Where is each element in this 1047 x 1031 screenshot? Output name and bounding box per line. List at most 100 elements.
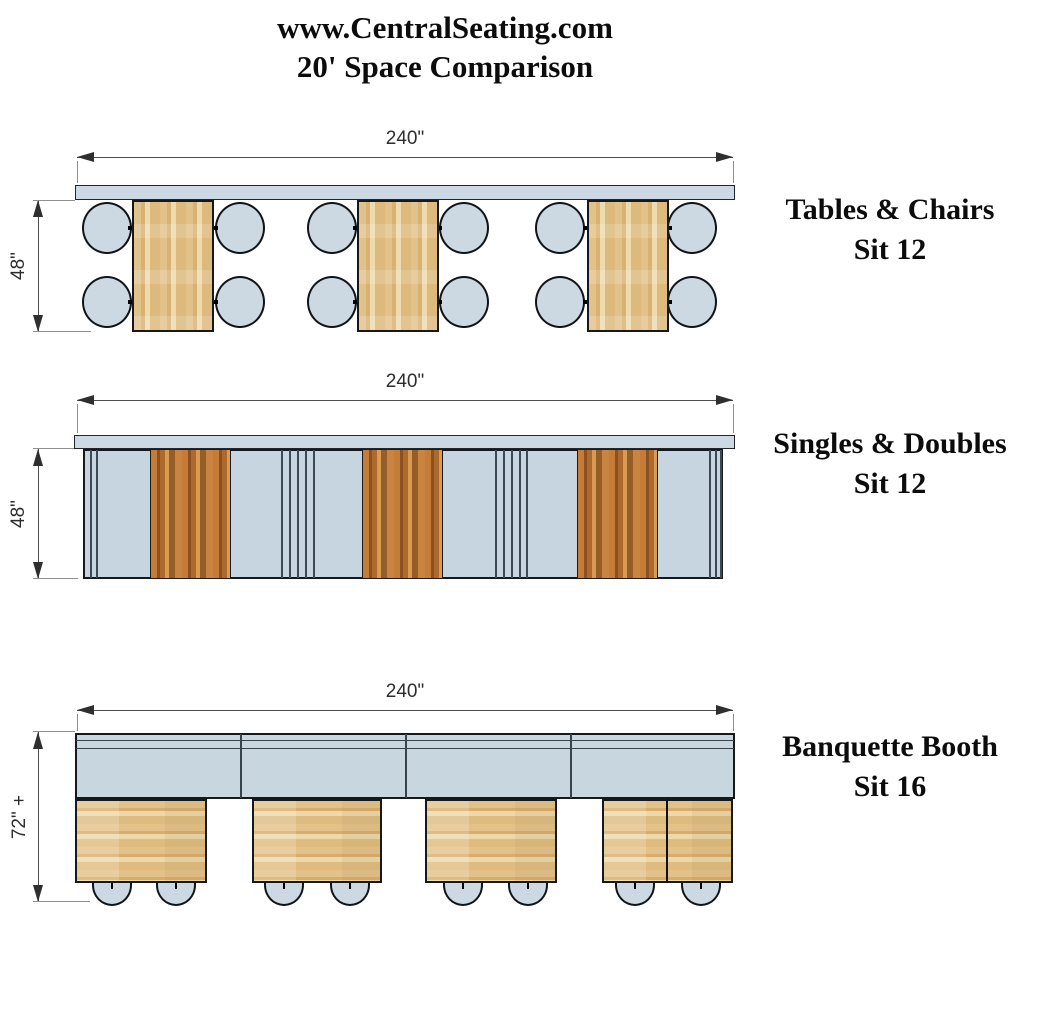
section-seats: Sit 12 xyxy=(853,233,927,266)
dining-table xyxy=(587,200,669,332)
site-url: www.CentralSeating.com xyxy=(277,10,613,45)
dimension-line xyxy=(38,732,39,902)
booth-seam-line xyxy=(90,450,92,578)
chair-contact-tick xyxy=(583,226,590,230)
arrowhead-down-icon xyxy=(33,562,43,579)
chair-contact-tick xyxy=(353,226,360,230)
booth-table-split-line xyxy=(666,799,668,883)
booth-seam-line xyxy=(709,450,711,578)
chair-contact-tick xyxy=(353,300,360,304)
booth-seam-line xyxy=(313,450,315,578)
width-dimension-label: 240" xyxy=(385,681,425,702)
chair-contact-tick xyxy=(175,883,177,889)
extension-line xyxy=(33,200,75,201)
booth-seam-line xyxy=(495,450,497,578)
booth-seam-line xyxy=(305,450,307,578)
page-subtitle: 20' Space Comparison xyxy=(296,49,594,84)
dining-table xyxy=(357,200,439,332)
arrowhead-right-icon xyxy=(716,705,733,715)
extension-line xyxy=(77,714,78,731)
booth-seam-line xyxy=(503,450,505,578)
page-title: www.CentralSeating.com 20' Space Compari… xyxy=(195,8,695,86)
chair-contact-tick xyxy=(211,300,218,304)
arrowhead-left-icon xyxy=(77,395,94,405)
section-name: Banquette Booth xyxy=(782,730,998,763)
booth-seam-line xyxy=(289,450,291,578)
chair-contact-tick xyxy=(700,883,702,889)
arrowhead-left-icon xyxy=(77,152,94,162)
chair-contact-tick xyxy=(634,883,636,889)
dimension-line xyxy=(77,400,733,401)
booth-seam-line xyxy=(297,450,299,578)
extension-line xyxy=(733,404,734,433)
booth-seam-line xyxy=(96,450,98,578)
arrowhead-up-icon xyxy=(33,200,43,217)
booth-table-panel xyxy=(362,449,443,579)
dimension-line xyxy=(77,710,733,711)
extension-line xyxy=(77,404,78,433)
chair-contact-tick xyxy=(462,883,464,889)
chair-contact-tick xyxy=(283,883,285,889)
banquette-divider xyxy=(405,734,407,798)
booth-table xyxy=(252,799,382,883)
banquette-divider xyxy=(570,734,572,798)
arrowhead-left-icon xyxy=(77,705,94,715)
section-seats: Sit 12 xyxy=(853,467,927,500)
section-label: Singles & Doubles Sit 12 xyxy=(740,424,1040,504)
section-name: Tables & Chairs xyxy=(785,193,995,226)
chair-circle xyxy=(535,276,585,328)
extension-line xyxy=(33,448,83,449)
chair-circle xyxy=(215,202,265,254)
chair-contact-tick xyxy=(211,226,218,230)
extension-line xyxy=(33,731,75,732)
booth-seam-line xyxy=(511,450,513,578)
extension-line xyxy=(33,331,91,332)
section-name: Singles & Doubles xyxy=(773,427,1007,460)
arrowhead-down-icon xyxy=(33,315,43,332)
chair-circle xyxy=(439,276,489,328)
arrowhead-down-icon xyxy=(33,885,43,902)
chair-contact-tick xyxy=(349,883,351,889)
extension-line xyxy=(733,714,734,731)
banquette-divider xyxy=(240,734,242,798)
tabletop-rail xyxy=(75,185,735,200)
chair-contact-tick xyxy=(128,226,135,230)
depth-dimension-label: 72" + xyxy=(9,794,30,840)
booth-seam-line xyxy=(720,450,722,578)
arrowhead-right-icon xyxy=(716,152,733,162)
section-label: Banquette Booth Sit 16 xyxy=(740,727,1040,807)
extension-line xyxy=(33,578,78,579)
width-dimension-label: 240" xyxy=(385,371,425,392)
chair-circle xyxy=(667,202,717,254)
booth-seam-line xyxy=(715,450,717,578)
arrowhead-up-icon xyxy=(33,449,43,466)
chair-contact-tick xyxy=(111,883,113,889)
booth-table xyxy=(425,799,557,883)
booth-seam-line xyxy=(519,450,521,578)
arrowhead-up-icon xyxy=(33,732,43,749)
booth-seam-line xyxy=(281,450,283,578)
dimension-line xyxy=(38,449,39,579)
width-dimension-label: 240" xyxy=(385,128,425,149)
booth-top-rail xyxy=(74,435,735,449)
dimension-line xyxy=(77,157,733,158)
chair-contact-tick xyxy=(583,300,590,304)
section-seats: Sit 16 xyxy=(853,770,927,803)
chair-circle xyxy=(82,276,132,328)
booth-seam-line xyxy=(526,450,528,578)
chair-contact-tick xyxy=(128,300,135,304)
section-label: Tables & Chairs Sit 12 xyxy=(740,190,1040,270)
extension-line xyxy=(33,901,90,902)
chair-circle xyxy=(82,202,132,254)
booth-table-panel xyxy=(577,449,658,579)
booth-table-panel xyxy=(150,449,231,579)
extension-line xyxy=(733,161,734,183)
booth-table xyxy=(75,799,207,883)
chair-circle xyxy=(439,202,489,254)
dining-table xyxy=(132,200,214,332)
extension-line xyxy=(77,161,78,183)
